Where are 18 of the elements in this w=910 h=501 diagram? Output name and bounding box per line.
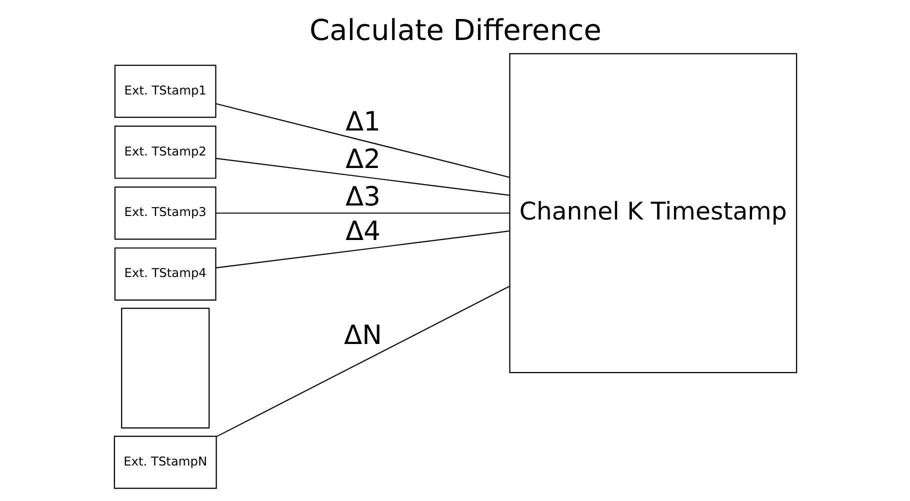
node-box: Ext. TStamp3 bbox=[114, 186, 216, 240]
diagram-title: Calculate Difference bbox=[309, 13, 601, 48]
node-box bbox=[120, 308, 210, 428]
connector bbox=[216, 103, 510, 178]
edge-label: Δ1 bbox=[344, 106, 380, 138]
node-box: Channel K Timestamp bbox=[508, 53, 797, 374]
node-box: Ext. TStamp4 bbox=[114, 247, 216, 301]
edge-label: Δ4 bbox=[344, 216, 380, 247]
edge-label: ΔN bbox=[344, 320, 382, 352]
edge-label: Δ3 bbox=[344, 182, 380, 213]
connector bbox=[216, 230, 510, 268]
edge-label: Δ2 bbox=[344, 144, 380, 175]
node-box: Ext. TStamp2 bbox=[114, 126, 216, 179]
connector bbox=[216, 158, 510, 196]
node-box: Ext. TStampN bbox=[113, 436, 216, 489]
connector bbox=[216, 212, 510, 214]
node-box: Ext. TStamp1 bbox=[114, 64, 216, 118]
connector bbox=[216, 286, 510, 438]
